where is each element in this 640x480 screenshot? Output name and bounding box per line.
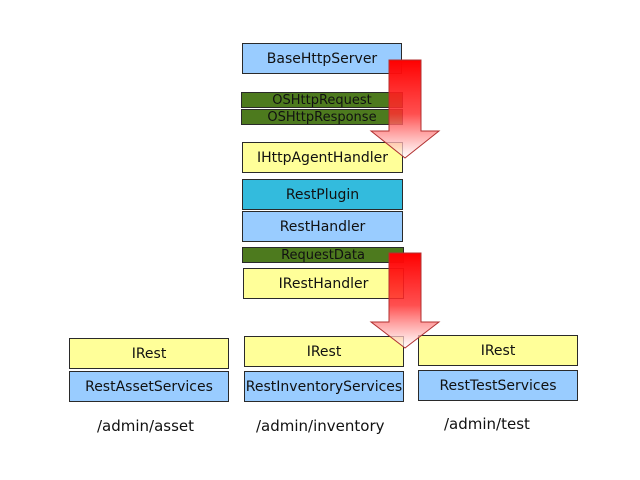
request-data-box: RequestData — [242, 247, 404, 263]
path-inventory: /admin/inventory — [256, 417, 385, 435]
rest-handler-box: RestHandler — [242, 211, 403, 242]
arrow-down-icon — [369, 59, 441, 159]
i-rest-asset-box: IRest — [69, 338, 229, 369]
i-rest-inventory-box: IRest — [244, 336, 404, 367]
arrow-down-icon — [369, 252, 441, 349]
i-rest-handler-box: IRestHandler — [243, 268, 404, 299]
i-rest-test-box: IRest — [418, 335, 578, 366]
os-http-request-box: OSHttpRequest — [241, 92, 403, 108]
rest-inventory-services-box: RestInventoryServices — [244, 371, 404, 402]
os-http-response-box: OSHttpResponse — [241, 109, 403, 125]
rest-plugin-box: RestPlugin — [242, 179, 403, 210]
i-http-agent-handler-box: IHttpAgentHandler — [242, 142, 403, 173]
base-http-server-box: BaseHttpServer — [242, 43, 402, 74]
rest-asset-services-box: RestAssetServices — [69, 371, 229, 402]
path-test: /admin/test — [444, 415, 530, 433]
rest-test-services-box: RestTestServices — [418, 370, 578, 401]
path-asset: /admin/asset — [97, 417, 195, 435]
